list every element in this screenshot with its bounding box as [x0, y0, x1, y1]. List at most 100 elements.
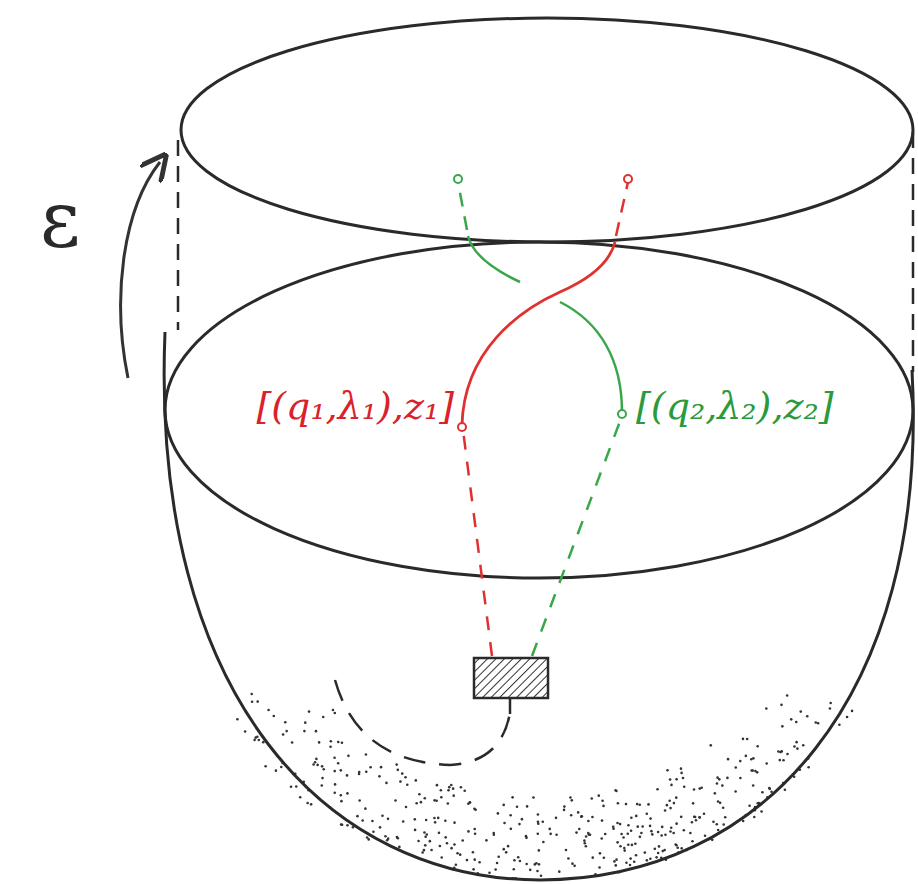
stipple-dot — [622, 836, 625, 839]
stipple-dot — [518, 823, 521, 826]
stipple-dot — [666, 804, 669, 807]
stipple-dot — [437, 817, 440, 820]
stipple-dot — [634, 842, 637, 845]
stipple-dot — [378, 775, 381, 778]
red-point — [624, 175, 632, 183]
stipple-dot — [717, 829, 720, 832]
stipple-dot — [379, 826, 382, 829]
stipple-dot — [306, 802, 309, 805]
stipple-dot — [420, 801, 423, 804]
green-strand — [458, 182, 467, 230]
stipple-dot — [384, 835, 387, 838]
stipple-dot — [333, 791, 336, 794]
stipple-dot — [496, 862, 499, 865]
stipple-dot — [513, 859, 516, 862]
stipple-dot — [626, 832, 629, 835]
stipple-dot — [655, 856, 658, 859]
stipple-dot — [649, 817, 652, 820]
green-point-label: [(q₂,λ₂),z₂] — [636, 386, 834, 428]
stipple-dot — [570, 814, 573, 817]
stipple-dot — [777, 750, 780, 753]
stipple-dot — [660, 834, 663, 837]
stipple-dot — [316, 764, 319, 767]
green-point — [618, 410, 626, 418]
rotation-arrow — [121, 162, 160, 378]
stipple-dot — [599, 852, 602, 855]
stipple-dot — [669, 807, 672, 810]
stipple-dot — [795, 741, 798, 744]
stipple-dot — [742, 738, 745, 741]
stipple-dot — [447, 802, 450, 805]
stipple-dot — [340, 823, 343, 826]
stipple-dot — [591, 856, 594, 859]
bowl-outline — [164, 332, 913, 880]
hatched-box — [474, 658, 548, 698]
stipple-dot — [461, 839, 464, 842]
stipple-dot — [372, 830, 375, 833]
stipple-dot — [575, 831, 578, 834]
stipple-dot — [580, 815, 583, 818]
stipple-dot — [620, 833, 623, 836]
stipple-dot — [569, 796, 572, 799]
stipple-dot — [303, 730, 306, 733]
red-strand — [463, 430, 492, 656]
stipple-dot — [299, 796, 302, 799]
stipple-dot — [625, 861, 628, 864]
stipple-dot — [752, 784, 755, 787]
stipple-dot — [675, 844, 678, 847]
stipple-dot — [600, 837, 603, 840]
stipple-dot — [395, 763, 398, 766]
stipple-dot — [666, 769, 669, 772]
stipple-dot — [417, 840, 420, 843]
green-strand — [532, 416, 622, 656]
stipple-dot — [668, 799, 671, 802]
stipple-dot — [402, 820, 405, 823]
stipple-dot — [478, 861, 481, 864]
stipple-dot — [571, 862, 574, 865]
stipple-dot — [746, 738, 749, 741]
stipple-dot — [330, 740, 333, 743]
stipple-dot — [555, 833, 558, 836]
stipple-dot — [387, 837, 390, 840]
stipple-dot — [676, 846, 679, 849]
stipple-dot — [585, 835, 588, 838]
epsilon-label: ε — [40, 178, 80, 264]
stipple-dot — [639, 836, 642, 839]
stipple-dot — [440, 856, 443, 859]
stipple-dot — [425, 819, 428, 822]
stipple-dot — [722, 806, 725, 809]
stipple-dot — [838, 723, 841, 726]
stipple-dot — [644, 851, 647, 854]
stipple-dot — [587, 833, 590, 836]
stipple-dot — [638, 803, 641, 806]
stipple-dot — [656, 788, 659, 791]
stipple-dot — [796, 747, 799, 750]
stipple-dot — [615, 790, 618, 793]
stipple-dot — [698, 816, 701, 819]
stipple-dot — [474, 832, 477, 835]
stipple-dot — [661, 826, 664, 829]
stipple-dot — [414, 829, 417, 832]
stipple-dot — [603, 856, 606, 859]
stipple-dot — [340, 794, 343, 797]
stipple-dot — [532, 796, 535, 799]
stipple-dot — [536, 870, 539, 873]
stipple-dot — [340, 769, 343, 772]
stipple-dot — [285, 730, 288, 733]
stipple-dot — [535, 862, 538, 865]
stipple-dot — [321, 777, 324, 780]
stipple-dot — [381, 814, 384, 817]
stipple-dot — [244, 730, 247, 733]
stipple-dot — [692, 802, 695, 805]
green-point — [454, 175, 462, 183]
stipple-dot — [627, 843, 630, 846]
stipple-dot — [682, 777, 685, 780]
stipple-dot — [446, 842, 449, 845]
stipple-dot — [756, 771, 759, 774]
stipple-dot — [619, 823, 622, 826]
stipple-dot — [601, 819, 604, 822]
stipple-dot — [275, 769, 278, 772]
stipple-dot — [565, 849, 568, 852]
stipple-dot — [290, 785, 293, 788]
